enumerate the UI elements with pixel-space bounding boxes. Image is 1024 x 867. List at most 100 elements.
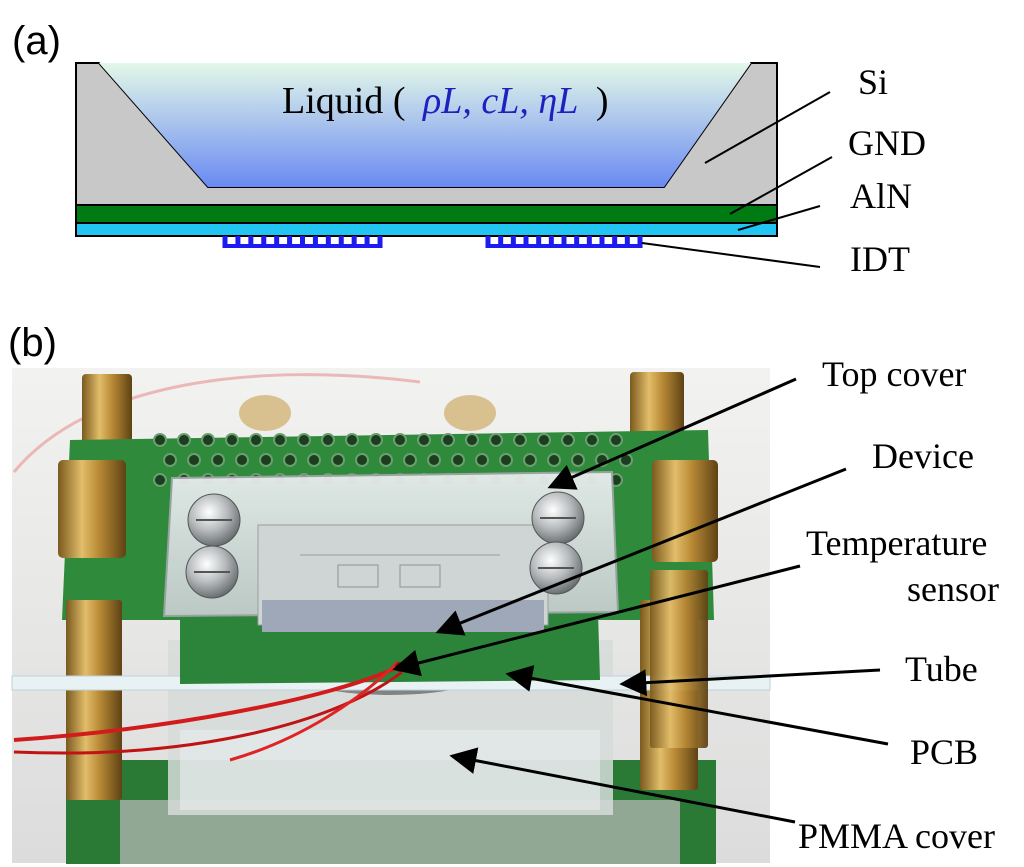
idt-finger [364, 236, 370, 248]
pcb-hole [273, 433, 287, 447]
pcb-hole [513, 433, 527, 447]
idt-finger [312, 236, 318, 248]
pcb-hole [403, 453, 417, 467]
panel-a: (a) Liquid ( ρL, cL, ηL ) Si GND AlN IDT [12, 19, 926, 279]
pcb-hole [465, 433, 479, 447]
idt-finger [510, 236, 516, 248]
idt-finger [300, 236, 305, 248]
idt-finger [574, 236, 580, 248]
idt-left-electrodes [222, 236, 383, 248]
idt-finger [548, 236, 554, 248]
idt-finger [624, 236, 630, 248]
idt-finger [586, 236, 592, 248]
idt-finger [235, 236, 241, 248]
temperature-sensor-label-line1: Temperature [806, 523, 987, 563]
idt-leader [641, 242, 821, 268]
idt-finger [222, 236, 228, 248]
idt-right-electrodes [485, 236, 643, 248]
pcb-label: PCB [910, 732, 978, 772]
top-cover-label: Top cover [822, 354, 966, 394]
pcb-hole [153, 433, 167, 447]
pcb-hole [369, 433, 383, 447]
pcb-hole [259, 453, 273, 467]
pcb-hole [163, 453, 177, 467]
pcb-hole [609, 433, 623, 447]
pcb-hole [235, 453, 249, 467]
panel-a-tag: (a) [12, 19, 61, 63]
tube-label: Tube [905, 649, 978, 689]
pcb-hole [153, 473, 167, 487]
temperature-sensor-label-line2: sensor [907, 569, 999, 609]
pcb-hole [441, 433, 455, 447]
pcb-hole [225, 433, 239, 447]
gnd-layer [75, 204, 778, 224]
panel-b: (b) [8, 321, 999, 864]
idt-finger [287, 236, 293, 248]
pcb-hole [297, 433, 311, 447]
idt-finger [325, 236, 331, 248]
pcb-arrow [505, 665, 889, 746]
idt-finger [351, 236, 357, 248]
gnd-leader [729, 156, 833, 215]
pcb-hole [331, 453, 345, 467]
pcb-hole [451, 453, 465, 467]
idt-finger [612, 236, 618, 248]
temperature-sensor-arrow [392, 564, 801, 677]
pmma-cover-arrow [449, 747, 796, 824]
pcb-hole [475, 453, 489, 467]
idt-finger [599, 236, 605, 248]
idt-finger [377, 236, 383, 248]
liquid-label-prefix: Liquid ( [282, 80, 405, 122]
pcb-hole [201, 433, 215, 447]
pcb-hole [393, 433, 407, 447]
idt-finger [536, 236, 542, 248]
pcb-hole [345, 433, 359, 447]
pcb-hole [307, 453, 321, 467]
pcb-hole [355, 453, 369, 467]
aln-label: AlN [850, 176, 912, 216]
pcb-hole [187, 453, 201, 467]
pcb-hole [379, 453, 393, 467]
idt-finger [498, 236, 504, 248]
tube-arrow [619, 668, 881, 697]
idt-finger [338, 236, 344, 248]
pcb-hole [283, 453, 297, 467]
pcb-hole [427, 453, 441, 467]
idt-finger [485, 236, 491, 248]
device-photo [11, 368, 771, 864]
gnd-label: GND [848, 123, 926, 163]
panel-b-tag: (b) [8, 321, 57, 365]
pcb-hole [417, 433, 431, 447]
idt-finger [261, 236, 267, 248]
liquid-label-suffix: ) [596, 80, 609, 122]
pmma-cover-label: PMMA cover [798, 816, 995, 856]
aln-leader [737, 205, 821, 231]
idt-finger [637, 236, 643, 248]
pcb-hole [537, 433, 551, 447]
pcb-hole [177, 433, 191, 447]
pcb-hole [321, 433, 335, 447]
idt-finger [561, 236, 567, 248]
liquid-cavity [99, 63, 751, 187]
pcb-hole [547, 453, 561, 467]
liquid-params: ρL, cL, ηL [422, 80, 578, 122]
pcb-hole [585, 433, 599, 447]
idt-finger [523, 236, 529, 248]
pcb-hole [249, 433, 263, 447]
device-arrow [435, 467, 847, 636]
si-label: Si [858, 62, 888, 102]
si-leader [704, 91, 831, 164]
callout-arrows [392, 377, 889, 824]
pcb-hole [571, 453, 585, 467]
idt-finger [274, 236, 280, 248]
idt-finger [248, 236, 254, 248]
device-label: Device [872, 436, 974, 476]
pcb-hole [561, 433, 575, 447]
top-cover-arrow [547, 377, 797, 490]
liquid-label: Liquid ( ρL, cL, ηL ) [282, 80, 609, 122]
pcb-hole [489, 433, 503, 447]
idt-label: IDT [850, 239, 910, 279]
aln-layer [75, 222, 778, 237]
pcb-hole [211, 453, 225, 467]
